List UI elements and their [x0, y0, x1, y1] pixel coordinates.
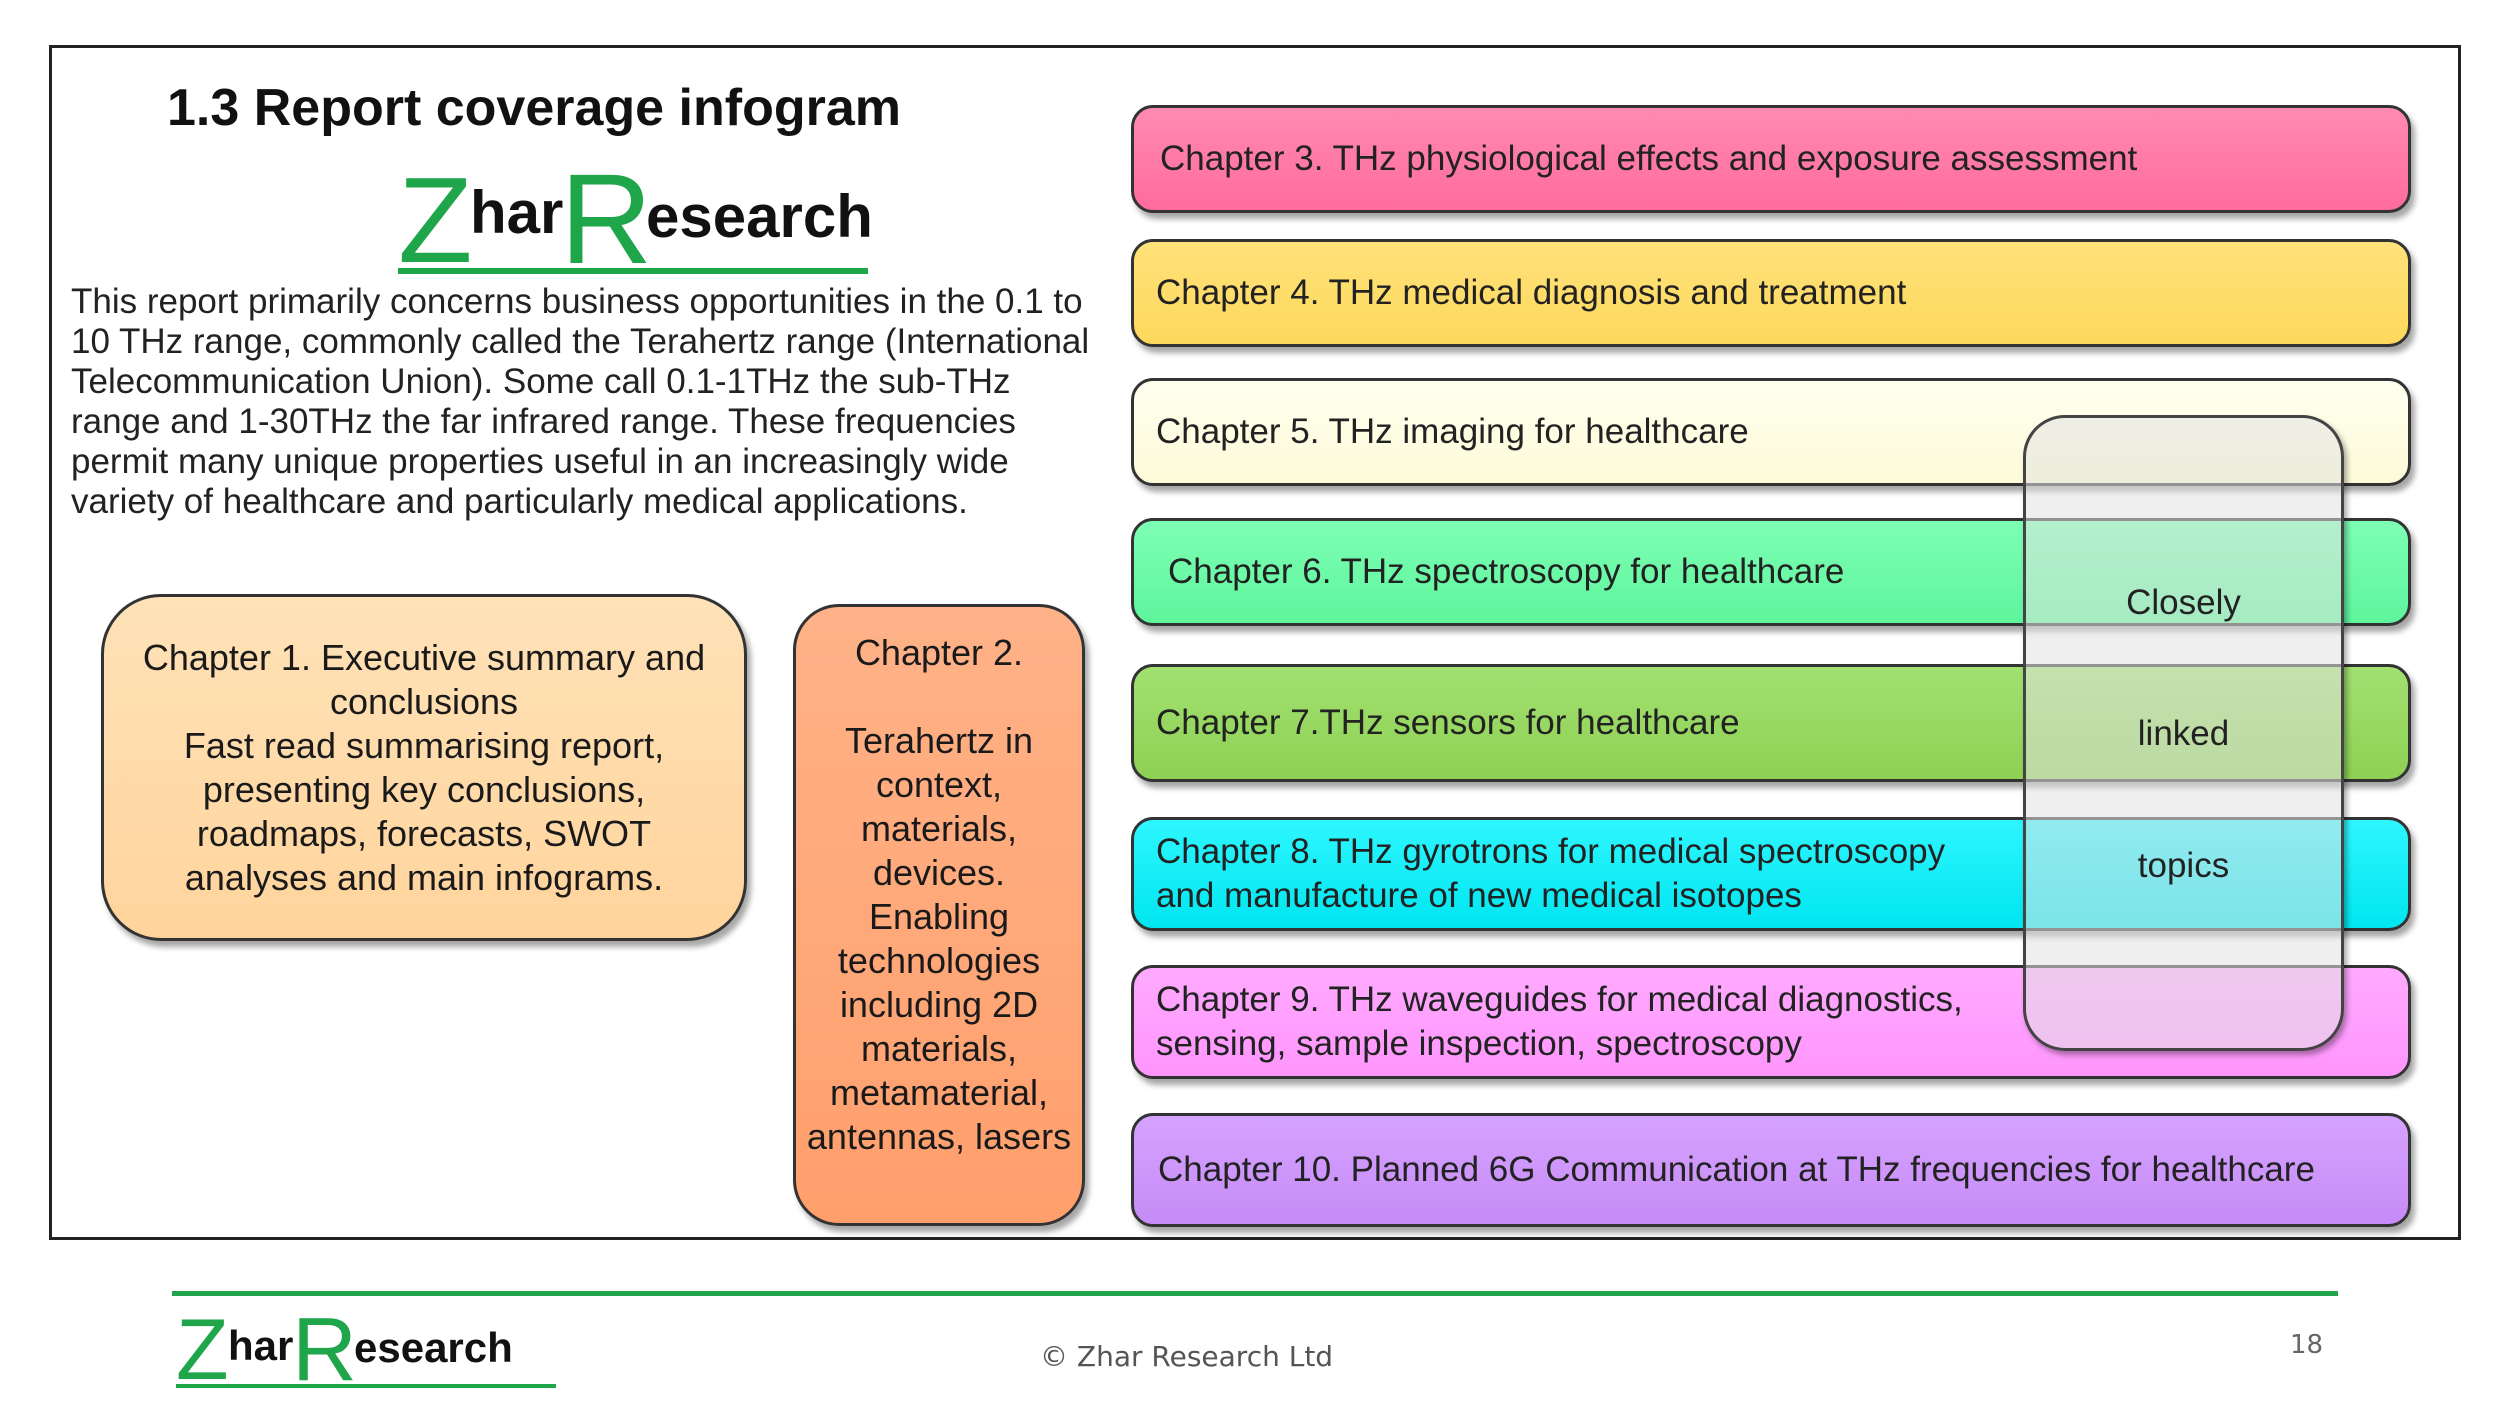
- chapter-2-title: Chapter 2.: [854, 632, 1024, 673]
- logo-z: Z: [398, 152, 473, 288]
- footer-zhar-research-logo: Z har R esearch: [176, 1300, 556, 1400]
- chapter-3-label: Chapter 3. THz physiological effects and…: [1160, 139, 2138, 178]
- chapter-2-description: Terahertz in context, materials, devices…: [806, 720, 1072, 1157]
- chapter-9-label-line2: sensing, sample inspection, spectroscopy: [1156, 1024, 1802, 1063]
- footer-logo-r: R: [292, 1300, 357, 1400]
- overlay-word-topics: topics: [2137, 846, 2230, 885]
- logo-r: R: [560, 148, 653, 291]
- chapter-5-box: Chapter 5. THz imaging for healthcare: [1131, 378, 2411, 486]
- chapter-4-label: Chapter 4. THz medical diagnosis and tre…: [1156, 273, 1907, 312]
- copyright-notice: © Zhar Research Ltd: [1040, 1340, 1334, 1373]
- chapter-5-label: Chapter 5. THz imaging for healthcare: [1156, 412, 1749, 451]
- chapter-3-box: Chapter 3. THz physiological effects and…: [1131, 105, 2411, 213]
- footer-logo-har: har: [228, 1322, 294, 1369]
- overlay-word-closely: Closely: [2126, 583, 2241, 622]
- chapter-9-label-line1: Chapter 9. THz waveguides for medical di…: [1156, 980, 1963, 1019]
- footer-logo-underline: [176, 1384, 556, 1388]
- chapter-1-description: Fast read summarising report, presenting…: [183, 724, 665, 898]
- chapter-6-label: Chapter 6. THz spectroscopy for healthca…: [1168, 552, 1845, 591]
- zhar-research-logo: Z har R esearch: [398, 148, 873, 291]
- footer-logo-esearch: esearch: [354, 1324, 513, 1371]
- chapter-10-label: Chapter 10. Planned 6G Communication at …: [1158, 1150, 2315, 1189]
- chapter-1-box: Chapter 1. Executive summary and conclus…: [101, 594, 747, 941]
- logo-har: har: [470, 179, 564, 246]
- chapter-7-label: Chapter 7.THz sensors for healthcare: [1156, 703, 1740, 742]
- footer-logo-z: Z: [176, 1302, 229, 1398]
- slide-title: 1.3 Report coverage infogram: [167, 79, 901, 137]
- chapter-1-title: Chapter 1. Executive summary and conclus…: [142, 636, 706, 722]
- footer-divider: [172, 1291, 2338, 1296]
- chapter-8-label-line2: and manufacture of new medical isotopes: [1156, 876, 1802, 915]
- overlay-word-linked: linked: [2137, 714, 2230, 753]
- page-number: 18: [2290, 1330, 2324, 1360]
- chapter-8-label-line1: Chapter 8. THz gyrotrons for medical spe…: [1156, 832, 1946, 871]
- chapter-2-box: Chapter 2. Terahertz in context, materia…: [793, 604, 1085, 1226]
- intro-paragraph: This report primarily concerns business …: [71, 282, 1090, 521]
- closely-linked-topics-overlay: Closely linked topics: [2023, 415, 2344, 1051]
- chapter-10-box: Chapter 10. Planned 6G Communication at …: [1131, 1113, 2411, 1227]
- chapter-4-box: Chapter 4. THz medical diagnosis and tre…: [1131, 239, 2411, 347]
- logo-underline: [398, 268, 868, 274]
- logo-esearch: esearch: [646, 183, 873, 250]
